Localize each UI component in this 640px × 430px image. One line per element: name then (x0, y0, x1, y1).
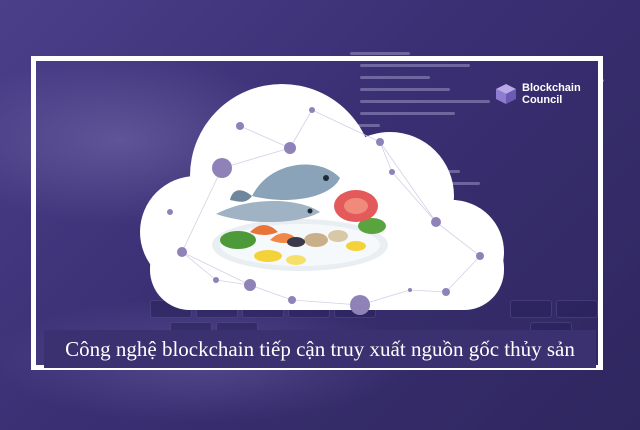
logo-line-1: Blockchain (522, 82, 581, 94)
trademark-mark: ™ (599, 79, 604, 85)
logo-line-2: Council (522, 94, 563, 106)
cloud-shape (140, 84, 504, 310)
caption-text: Công nghệ blockchain tiếp cận truy xuất … (65, 336, 575, 361)
caption-banner: Công nghệ blockchain tiếp cận truy xuất … (44, 330, 596, 368)
blockchain-council-cube-icon (496, 84, 516, 104)
seafood-platter-illustration (212, 164, 388, 271)
logo-text: Blockchain Council (522, 82, 581, 106)
network-dots (167, 107, 484, 315)
network-lines (181, 109, 481, 306)
blockchain-council-logo: Blockchain Council ™ (495, 77, 605, 111)
